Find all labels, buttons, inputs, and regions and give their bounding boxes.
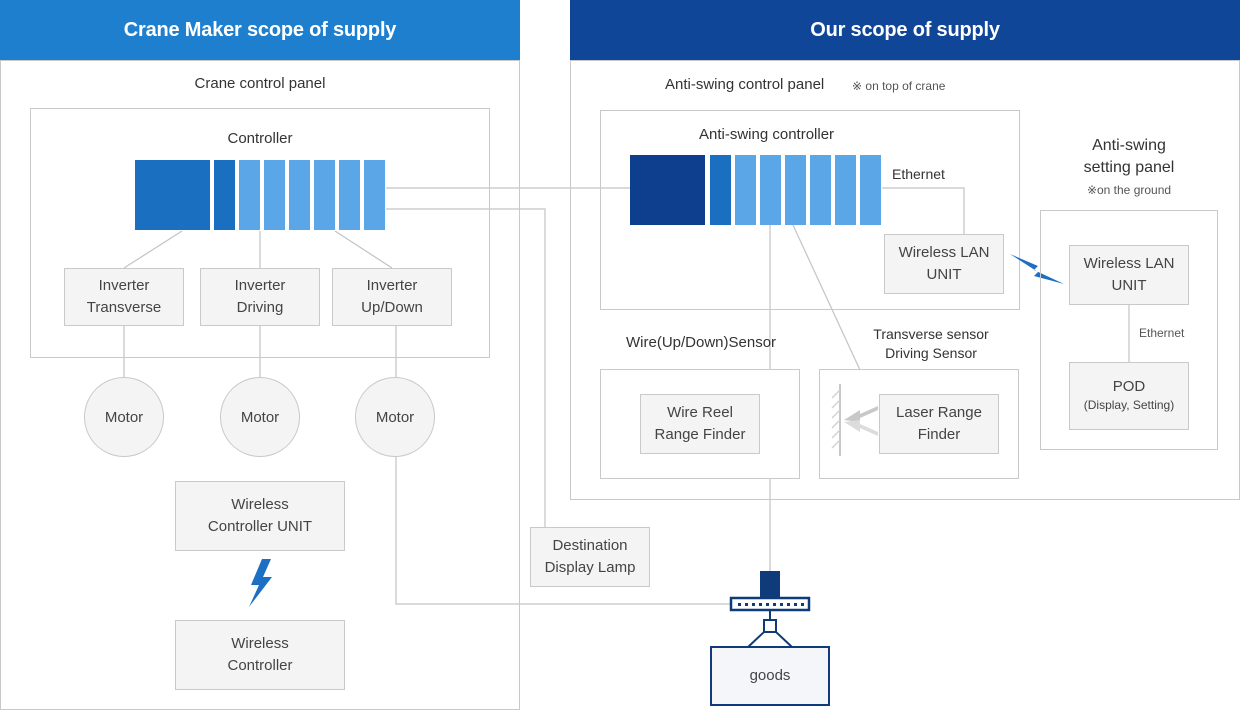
transverse-sensor-panel [819,369,1019,479]
transverse-sensor-title: Transverse sensor Driving Sensor [873,326,989,361]
wire-controller-transverse-sensor [792,224,861,371]
controller-module [214,160,235,230]
controller-io-module [364,160,385,230]
anti-swing-panel-note: ※ on top of crane [852,79,946,93]
destination-display-lamp: Destination Display Lamp [530,527,650,587]
wire-ethernet [882,187,965,234]
motor-2: Motor [220,377,300,457]
controller-io-module [264,160,285,230]
crane-maker-header: Crane Maker scope of supply [0,0,520,60]
hook-block [760,571,780,598]
wire-controller-inverter-transverse [123,230,183,269]
anti-swing-io-module [810,155,831,225]
inverter-transverse: Inverter Transverse [64,268,184,326]
controller-io-module [289,160,310,230]
controller-io-module [239,160,260,230]
anti-swing-controller-label: Anti-swing controller [699,126,835,143]
setting-ethernet-label: Ethernet [1139,326,1185,340]
controller-cpu-module [135,160,210,230]
inverter-driving: Inverter Driving [200,268,320,326]
motor-1: Motor [84,377,164,457]
wire-motor-to-hook [395,455,730,605]
anti-swing-module [710,155,731,225]
inverter-updown: Inverter Up/Down [332,268,452,326]
wire-reel-range-finder: Wire Reel Range Finder [640,394,760,454]
wireless-lan-unit: Wireless LAN UNIT [884,234,1004,294]
crane-control-panel-title: Crane control panel [194,75,326,92]
anti-swing-io-module [760,155,781,225]
wireless-controller: Wireless Controller [175,620,345,690]
wire-sensor-panel [600,369,800,479]
setting-panel-title: Anti-swing setting panel [1083,137,1175,176]
anti-swing-io-module [735,155,756,225]
our-scope-header: Our scope of supply [570,0,1240,60]
pod-subtitle: (Display, Setting) [1083,398,1175,412]
ethernet-label: Ethernet [892,166,945,182]
anti-swing-io-module [785,155,806,225]
wire-sensor-title: Wire(Up/Down)Sensor [626,334,777,351]
motor-3: Motor [355,377,435,457]
goods-box: goods [710,646,830,706]
anti-swing-control-panel-title: Anti-swing control panel [665,76,825,93]
setting-panel [1040,210,1218,450]
wireless-lan-lightning-icon [1010,254,1064,284]
wireless-lightning-icon [249,559,272,607]
anti-swing-control-panel [600,110,1020,310]
wire-controller-inverter-updown [334,230,393,269]
anti-swing-io-module [860,155,881,225]
pod-box: POD (Display, Setting) [1069,362,1189,430]
wireless-controller-unit: Wireless Controller UNIT [175,481,345,551]
laser-range-finder: Laser Range Finder [879,394,999,454]
controller-io-module [339,160,360,230]
hook-icon [729,596,811,648]
setting-panel-note: ※on the ground [1086,183,1172,197]
controller-label: Controller [227,130,293,147]
anti-swing-cpu-module [630,155,705,225]
wire-controller-destination-lamp [386,208,546,527]
crane-control-panel [30,108,490,358]
setting-wireless-lan-unit: Wireless LAN UNIT [1069,245,1189,305]
anti-swing-io-module [835,155,856,225]
controller-io-module [314,160,335,230]
pod-title: POD [1112,378,1146,395]
laser-reflector-icon [831,384,878,456]
